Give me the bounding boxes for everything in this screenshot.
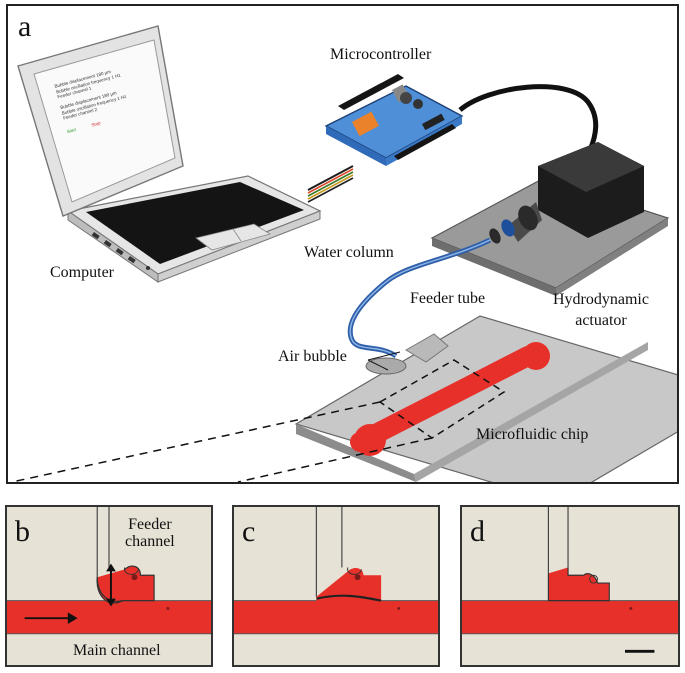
micrograph-b <box>7 507 211 665</box>
label-feeder-tube: Feeder tube <box>410 290 486 307</box>
label-air-bubble: Air bubble <box>278 348 347 365</box>
micrograph-c <box>234 507 438 665</box>
usb-cable <box>307 165 354 203</box>
panel-c: c <box>232 505 440 667</box>
label-main-channel: Main channel <box>73 642 161 659</box>
label-feeder-channel: Feeder channel <box>125 516 175 551</box>
hydrodynamic-actuator <box>430 142 670 296</box>
label-microfluidic-chip: Microfluidic chip <box>476 426 589 443</box>
panel-label-b: b <box>15 515 30 548</box>
panel-b: b Feeder channel Main channel <box>5 505 213 667</box>
label-microcontroller: Microcontroller <box>330 46 432 63</box>
label-water-column: Water column <box>304 244 394 261</box>
actuator-cable <box>458 84 599 151</box>
label-line: Hydrodynamic <box>553 291 649 308</box>
panel-label-a: a <box>18 10 32 43</box>
computer-laptop <box>17 25 322 283</box>
label-line: channel <box>125 532 175 550</box>
microfluidic-chip <box>294 315 677 482</box>
panel-a: a Bubble displacement 180 µm Bubble osci… <box>6 4 679 484</box>
panel-d: d <box>460 505 680 667</box>
label-hydrodynamic-actuator: Hydrodynamic actuator <box>553 290 649 332</box>
label-line: Feeder <box>128 516 172 533</box>
panel-label-d: d <box>470 515 485 548</box>
setup-illustration <box>11 25 677 482</box>
label-line: actuator <box>575 311 627 329</box>
micrograph-d <box>462 507 678 665</box>
label-computer: Computer <box>50 264 114 281</box>
microcontroller-board <box>324 74 464 166</box>
panel-label-c: c <box>242 515 256 548</box>
